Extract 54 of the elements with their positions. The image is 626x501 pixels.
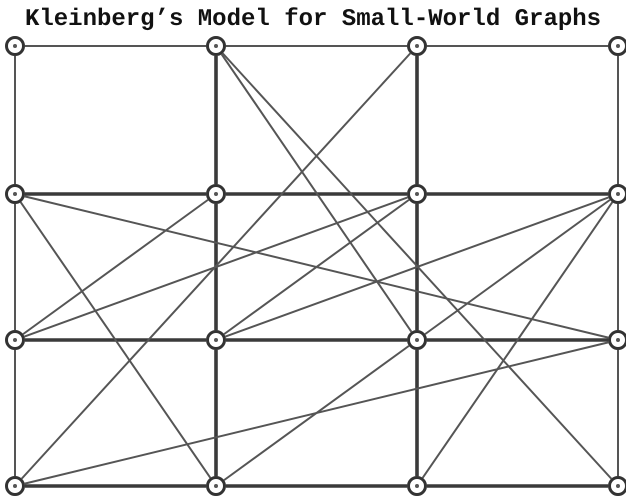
- graph-vertex: [5, 36, 25, 56]
- graph-edge: [24, 341, 609, 485]
- graph-vertex: [608, 330, 626, 350]
- graph-edge: [224, 345, 410, 481]
- graph-edge: [427, 484, 608, 488]
- graph-vertex: [206, 330, 226, 350]
- graph-vertex: [5, 184, 25, 204]
- graph-edge: [14, 56, 16, 184]
- graph-edge: [25, 45, 206, 47]
- graph-edge: [25, 338, 206, 342]
- graph-vertex: [608, 476, 626, 496]
- graph-edge: [25, 484, 206, 488]
- graph-edge: [225, 196, 609, 338]
- graph-edge: [427, 45, 608, 47]
- graph-edge: [214, 350, 218, 476]
- diagram-title: Kleinberg’s Model for Small-World Graphs: [24, 6, 602, 33]
- graph-vertex: [608, 184, 626, 204]
- graph-edge: [427, 338, 608, 342]
- graph-edge: [226, 192, 407, 196]
- graph-vertex: [206, 476, 226, 496]
- graph-vertex: [407, 184, 427, 204]
- graph-edge: [24, 195, 609, 339]
- graph-edge: [24, 196, 408, 338]
- graph-edge: [214, 56, 218, 184]
- graph-vertex: [407, 476, 427, 496]
- graph-edge: [415, 204, 419, 330]
- graph-vertex: [608, 36, 626, 56]
- graph-edge: [226, 484, 407, 488]
- graph-edge: [415, 56, 419, 184]
- graph-vertex: [5, 476, 25, 496]
- graph-edge: [20, 202, 212, 478]
- graph-vertex: [407, 36, 427, 56]
- graph-edge: [214, 204, 218, 330]
- graph-edge: [617, 350, 619, 476]
- graph-edge: [222, 52, 612, 480]
- graph-edge: [22, 199, 208, 335]
- graph-edge: [226, 338, 407, 342]
- graph-vertex: [5, 330, 25, 350]
- graph-edge: [25, 192, 206, 196]
- graph-vertex: [206, 36, 226, 56]
- graph-edge: [617, 56, 619, 184]
- graph-edge: [617, 204, 619, 330]
- graph-edge: [14, 204, 16, 330]
- graph-edge: [226, 45, 407, 47]
- graph-edge: [14, 350, 16, 476]
- graph-edge: [427, 192, 608, 196]
- graph-edge: [21, 52, 411, 480]
- graph-edge: [415, 350, 419, 476]
- graph-edge: [220, 54, 412, 332]
- graph-edge: [424, 199, 610, 335]
- graph-edge: [224, 199, 410, 335]
- graph-vertex: [206, 184, 226, 204]
- graph-vertex: [407, 330, 427, 350]
- graph-edge: [422, 202, 614, 478]
